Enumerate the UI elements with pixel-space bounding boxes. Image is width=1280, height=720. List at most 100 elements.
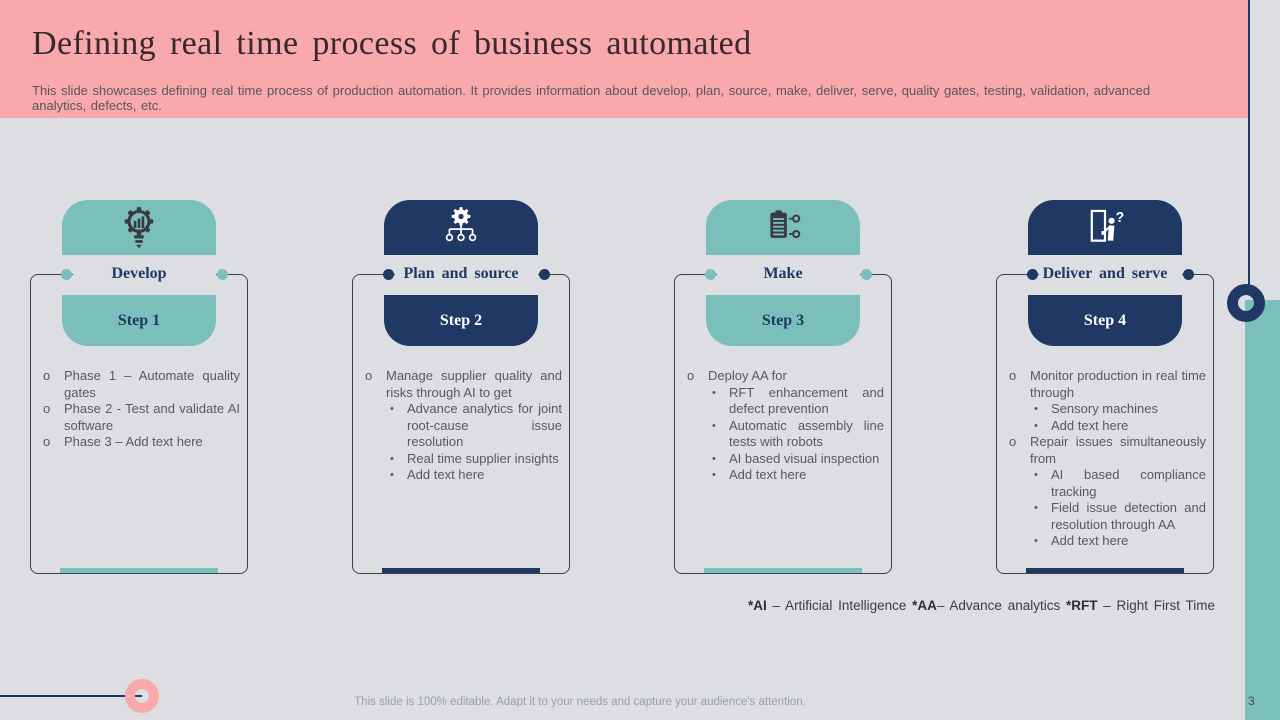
connector-dot-left — [383, 269, 394, 280]
connector-dot-left — [1027, 269, 1038, 280]
legend-part: *AA — [912, 598, 937, 613]
bullet-item: o Manage supplier quality and risks throu… — [363, 368, 562, 401]
sub-bullet-text: Add text here — [1051, 417, 1129, 433]
sub-bullet-marker: • — [1034, 469, 1038, 481]
sub-bullet-item: • AI based compliance tracking — [1034, 467, 1206, 500]
legend-part: – Advance analytics — [936, 598, 1066, 613]
bullet-text: Phase 2 - Test and validate AI software — [64, 401, 240, 433]
column-title: Deliver and serve — [1042, 265, 1168, 282]
bullet-marker: o — [687, 368, 695, 383]
abbreviation-legend: *AI – Artificial Intelligence *AA– Advan… — [748, 598, 1215, 613]
sub-bullet-item: • Automatic assembly line tests with robo… — [712, 418, 884, 451]
sub-bullet-item: • Add text here — [712, 467, 884, 484]
bullet-marker: o — [365, 368, 373, 383]
legend-part: – Artificial Intelligence — [766, 598, 913, 613]
sub-bullet-text: Automatic assembly line tests with robot… — [729, 417, 884, 450]
bullet-text: Phase 3 – Add text here — [64, 434, 203, 449]
sub-bullet-marker: • — [390, 403, 394, 415]
bullet-marker: o — [43, 368, 51, 383]
sub-bullet-marker: • — [1034, 403, 1038, 415]
sub-bullet-text: RFT enhancement and defect prevention — [729, 384, 884, 417]
sub-bullet-text: Field issue detection and resolution thr… — [1051, 500, 1206, 532]
bullet-marker: o — [43, 401, 51, 416]
column-title: Develop — [111, 265, 167, 282]
bullet-text: Manage supplier quality and risks throug… — [386, 368, 562, 400]
accent-bar — [1026, 568, 1184, 573]
title-mask — [717, 271, 860, 278]
door-delivery-question-icon: ? — [1090, 209, 1124, 242]
sub-bullet-marker: • — [1034, 535, 1038, 547]
title-mask — [1039, 271, 1182, 278]
sub-bullet-text: Real time supplier insights — [407, 450, 559, 466]
sub-bullet-marker: • — [712, 386, 716, 399]
connector-dot-right — [1183, 269, 1194, 280]
right-teal-strip — [1245, 300, 1280, 720]
sub-bullet-item: • Sensory machines — [1034, 401, 1206, 418]
gear-network-icon — [445, 206, 477, 241]
plan-source-icon-box — [384, 200, 538, 255]
bullet-marker: o — [1009, 434, 1017, 449]
sub-bullet-item: • Add text here — [1034, 418, 1206, 435]
bullet-item: o Phase 2 - Test and validate AI software — [41, 401, 240, 434]
sub-bullet-item: • AI based visual inspection — [712, 451, 884, 468]
slide-subtitle: This slide showcases defining real time … — [32, 83, 1151, 113]
connector-dot-right — [217, 269, 228, 280]
sub-bullet-item: • Add text here — [1034, 533, 1206, 550]
column-title: Plan and source — [403, 265, 519, 282]
accent-bar — [60, 568, 218, 573]
pink-ring-decoration — [125, 679, 159, 713]
step-badge: Step 1 — [62, 295, 216, 346]
sub-bullet-text: Add text here — [1051, 533, 1129, 548]
legend-part: *RFT — [1065, 598, 1098, 613]
bullet-text: Phase 1 – Automate quality gates — [64, 368, 240, 400]
bulb-gear-innovation-icon — [124, 206, 154, 248]
step-badge: Step 4 — [1028, 295, 1182, 346]
bullet-list: o Deploy AA for • RFT enhancement and defec… — [685, 368, 884, 484]
bullet-text: Deploy AA for — [708, 368, 787, 383]
bullet-item: o Phase 1 – Automate quality gates — [41, 368, 240, 401]
legend-part: *AI — [748, 598, 767, 613]
sub-bullet-text: AI based visual inspection — [729, 450, 880, 466]
deliver-serve-icon-box: ? — [1028, 200, 1182, 255]
sub-bullet-text: Add text here — [729, 467, 807, 482]
sub-bullet-marker: • — [390, 469, 394, 481]
sub-bullet-item: • Field issue detection and resolution th… — [1034, 500, 1206, 533]
develop-icon-box — [62, 200, 216, 255]
bullet-marker: o — [43, 434, 51, 449]
page-title: Defining real time process of business a… — [32, 25, 752, 62]
step-column-make: Make Step 3 o Deploy AA for • RFT enhanceme… — [674, 200, 892, 574]
column-title: Make — [763, 265, 803, 282]
title-mask — [395, 271, 538, 278]
footer-line — [0, 695, 142, 697]
accent-bar — [382, 568, 540, 573]
page-number: 3 — [1248, 694, 1255, 708]
bullet-text: Monitor production in real time through — [1030, 368, 1206, 400]
sub-bullet-marker: • — [712, 469, 716, 481]
svg-text:?: ? — [1115, 209, 1124, 225]
sub-bullet-marker: • — [390, 452, 394, 465]
sub-bullet-marker: • — [712, 452, 716, 465]
right-vertical-line — [1248, 0, 1250, 287]
sub-bullet-marker: • — [1034, 502, 1038, 514]
step-badge: Step 3 — [706, 295, 860, 346]
connector-dot-right — [861, 269, 872, 280]
bullet-item: o Deploy AA for — [685, 368, 884, 385]
clipboard-workflow-icon — [770, 209, 801, 238]
sub-bullet-text: AI based compliance tracking — [1051, 467, 1206, 499]
connector-dot-right — [539, 269, 550, 280]
accent-bar — [704, 568, 862, 573]
connector-dot-left — [61, 269, 72, 280]
sub-bullet-text: Add text here — [407, 467, 485, 482]
sub-bullet-text: Advance analytics for joint root-cause i… — [407, 401, 562, 449]
sub-bullet-text: Sensory machines — [1051, 401, 1158, 416]
sub-bullet-marker: • — [1034, 419, 1038, 432]
sub-bullet-item: • Real time supplier insights — [390, 451, 562, 468]
sub-bullet-marker: • — [712, 419, 716, 432]
